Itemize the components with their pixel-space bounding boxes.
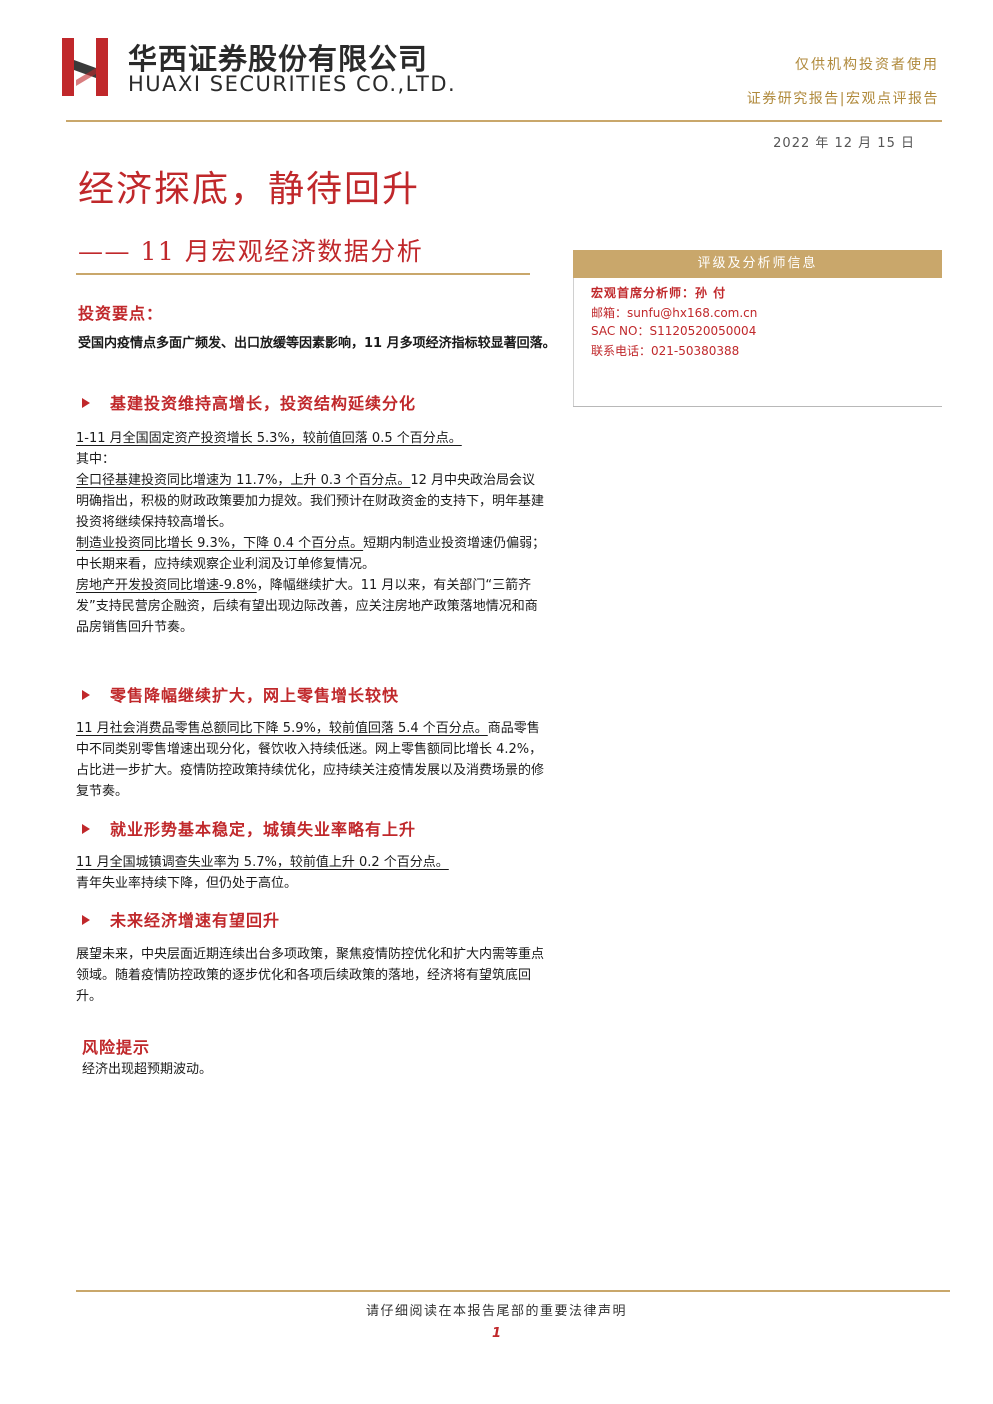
paragraph: 1-11 月全国固定资产投资增长 5.3%，较前值回落 0.5 个百分点。 bbox=[76, 431, 462, 446]
analyst-phone: 联系电话：021-50380388 bbox=[591, 344, 740, 358]
highlight-text: 11 月全国城镇调查失业率为 5.7%，较前值上升 0.2 个百分点。 bbox=[76, 855, 449, 870]
section-outlook-body: 展望未来，中央层面近期连续出台多项政策，聚焦疫情防控优化和扩大内需等重点领域。随… bbox=[76, 944, 546, 1007]
triangle-bullet-icon bbox=[82, 914, 90, 925]
audience-notice: 仅供机构投资者使用 bbox=[795, 57, 939, 73]
footer-divider bbox=[76, 1290, 950, 1292]
section-investment-body: 1-11 月全国固定资产投资增长 5.3%，较前值回落 0.5 个百分点。 其中… bbox=[76, 428, 546, 638]
risk-label: 风险提示 bbox=[82, 1038, 151, 1057]
report-type: 证券研究报告|宏观点评报告 bbox=[746, 91, 939, 107]
report-date: 2022 年 12 月 15 日 bbox=[773, 136, 915, 151]
section-heading-text: 未来经济增速有望回升 bbox=[110, 911, 281, 930]
key-points-label: 投资要点： bbox=[78, 304, 164, 323]
analyst-box-border bbox=[573, 278, 574, 406]
page-number: 1 bbox=[491, 1326, 502, 1341]
risk-text: 经济出现超预期波动。 bbox=[82, 1062, 213, 1077]
analyst-sac-number: SAC NO：S1120520050004 bbox=[591, 324, 757, 338]
highlight-text: 房地产开发投资同比增速-9.8% bbox=[76, 578, 257, 593]
highlight-text: 全口径基建投资同比增速为 11.7%，上升 0.3 个百分点。 bbox=[76, 473, 411, 488]
section-heading-outlook: 未来经济增速有望回升 bbox=[78, 907, 280, 931]
section-heading-text: 基建投资维持高增长，投资结构延续分化 bbox=[110, 394, 417, 413]
paragraph-text: 12 月中央政治局会议明确指出，积极的财政政策要加力提效。我们预计在财政资金的支… bbox=[76, 473, 545, 530]
page-subtitle: —— 11 月宏观经济数据分析 bbox=[78, 237, 424, 266]
section-heading-text: 零售降幅继续扩大，网上零售增长较快 bbox=[110, 686, 400, 705]
analyst-email[interactable]: 邮箱：sunfu@hx168.com.cn bbox=[591, 306, 758, 320]
paragraph-text: 短期内制造业投资增速仍偏弱；中长期来看，应持续观察企业利润及订单修复情况。 bbox=[76, 536, 546, 572]
section-heading-employment: 就业形势基本稳定，城镇失业率略有上升 bbox=[78, 816, 416, 840]
paragraph: 房地产开发投资同比增速-9.8%，降幅继续扩大。11 月以来，有关部门“三箭齐发… bbox=[76, 575, 546, 638]
triangle-bullet-icon bbox=[82, 689, 90, 700]
page-title: 经济探底，静待回升 bbox=[78, 169, 421, 210]
highlight-text: 11 月社会消费品零售总额同比下降 5.9%，较前值回落 5.4 个百分点。 bbox=[76, 721, 488, 736]
section-heading-text: 就业形势基本稳定，城镇失业率略有上升 bbox=[110, 820, 417, 839]
paragraph: 制造业投资同比增长 9.3%，下降 0.4 个百分点。短期内制造业投资增速仍偏弱… bbox=[76, 533, 546, 575]
paragraph: 全口径基建投资同比增速为 11.7%，上升 0.3 个百分点。12 月中央政治局… bbox=[76, 470, 546, 533]
triangle-bullet-icon bbox=[82, 397, 90, 408]
paragraph: 展望未来，中央层面近期连续出台多项政策，聚焦疫情防控优化和扩大内需等重点领域。随… bbox=[76, 947, 545, 1004]
analyst-box-heading: 评级及分析师信息 bbox=[573, 250, 942, 278]
highlight-text: 制造业投资同比增长 9.3%，下降 0.4 个百分点。 bbox=[76, 536, 364, 551]
title-divider bbox=[76, 273, 530, 275]
legal-notice: 请仔细阅读在本报告尾部的重要法律声明 bbox=[365, 1304, 627, 1319]
section-heading-investment: 基建投资维持高增长，投资结构延续分化 bbox=[78, 390, 416, 414]
section-retail-body: 11 月社会消费品零售总额同比下降 5.9%，较前值回落 5.4 个百分点。商品… bbox=[76, 718, 546, 802]
analyst-info-box: 评级及分析师信息 宏观首席分析师：孙 付 邮箱：sunfu@hx168.com.… bbox=[573, 250, 942, 407]
paragraph-text: 商品零售中不同类别零售增速出现分化，餐饮收入持续低迷。网上零售额同比增长 4.2… bbox=[76, 721, 545, 799]
paragraph: 其中： bbox=[76, 452, 116, 467]
analyst-name: 宏观首席分析师：孙 付 bbox=[591, 286, 727, 300]
section-heading-retail: 零售降幅继续扩大，网上零售增长较快 bbox=[78, 682, 399, 706]
triangle-bullet-icon bbox=[82, 823, 90, 834]
paragraph: 青年失业率持续下降，但仍处于高位。 bbox=[76, 876, 298, 891]
huaxi-logo-icon bbox=[62, 38, 108, 96]
paragraph: 11 月社会消费品零售总额同比下降 5.9%，较前值回落 5.4 个百分点。商品… bbox=[76, 718, 546, 802]
section-employment-body: 11 月全国城镇调查失业率为 5.7%，较前值上升 0.2 个百分点。 青年失业… bbox=[76, 852, 546, 894]
key-points-summary: 受国内疫情点多面广频发、出口放缓等因素影响，11 月多项经济指标较显著回落。 bbox=[78, 336, 556, 351]
company-name-en: HUAXI SECURITIES CO.,LTD. bbox=[128, 72, 457, 96]
company-name-cn: 华西证券股份有限公司 bbox=[128, 42, 429, 76]
paragraph-text: ，降幅继续扩大。11 月以来，有关部门“三箭齐发”支持民营房企融资，后续有望出现… bbox=[76, 578, 538, 635]
header-divider bbox=[66, 120, 942, 122]
